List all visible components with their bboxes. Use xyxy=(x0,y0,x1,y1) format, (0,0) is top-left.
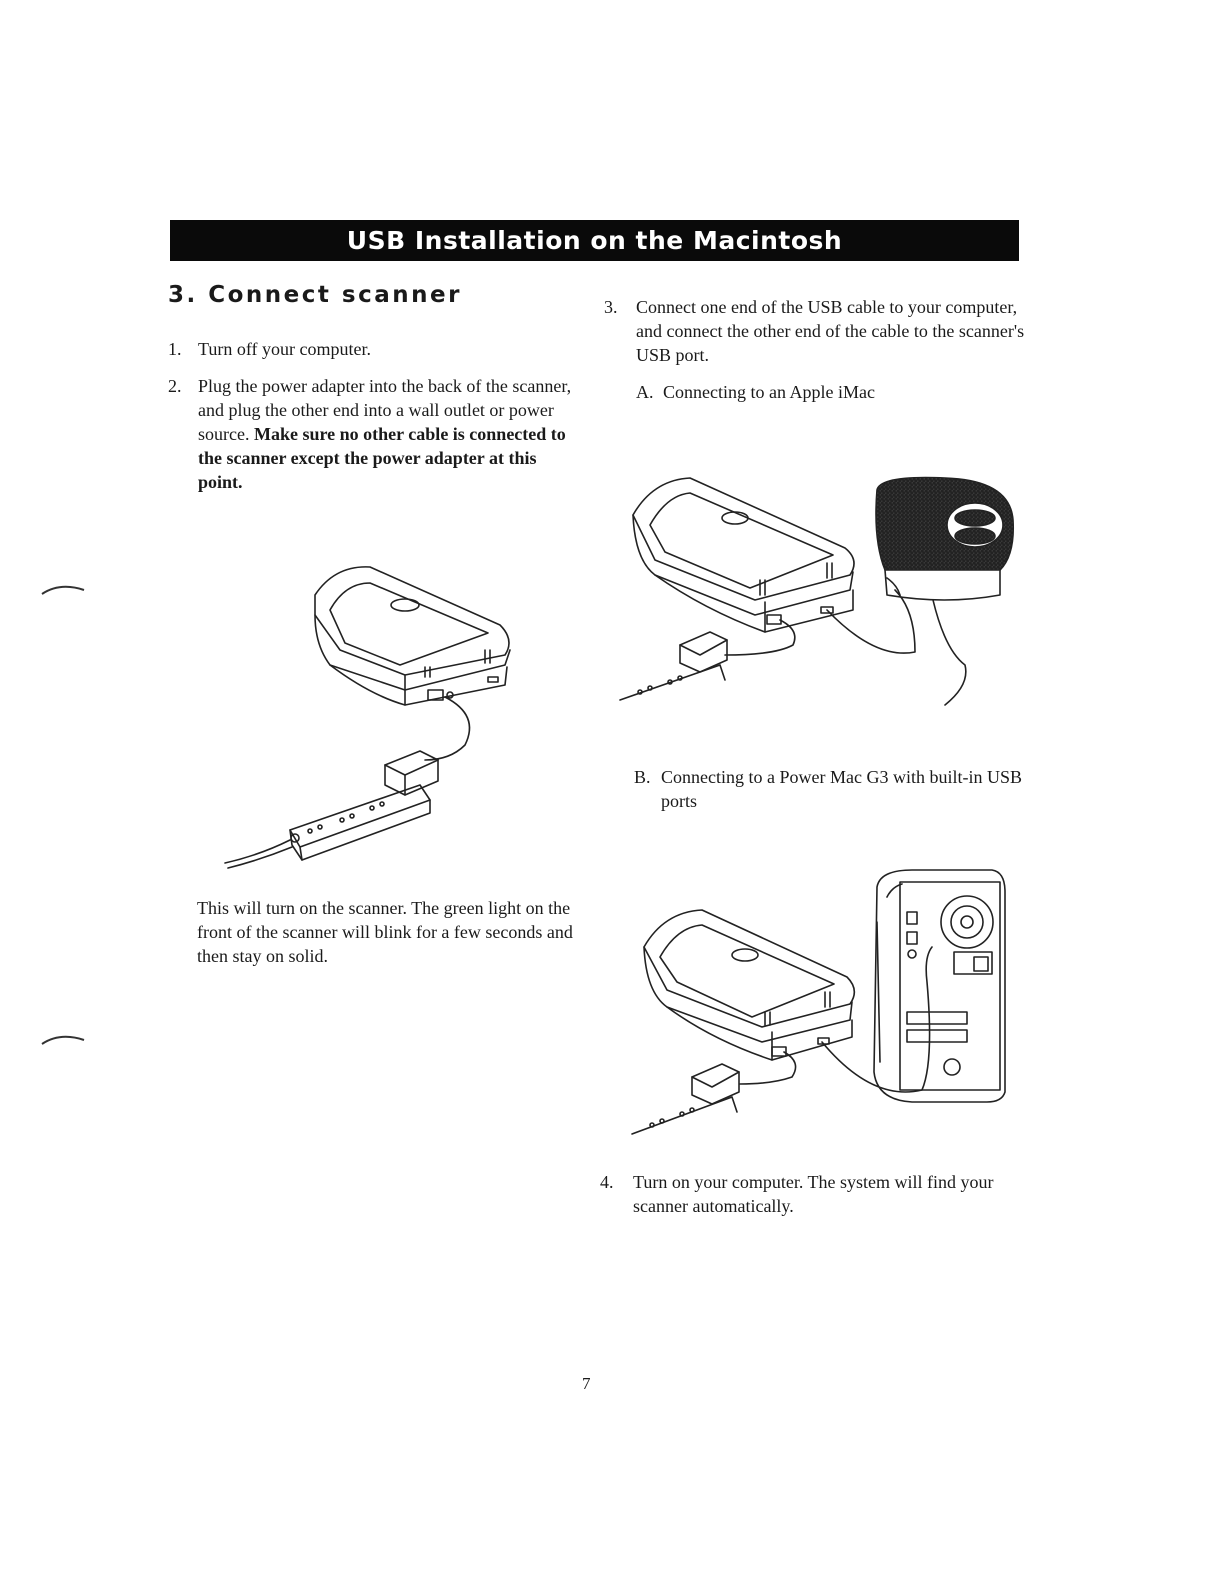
step-text-block: Plug the power adapter into the back of … xyxy=(198,374,576,494)
option-letter: B. xyxy=(634,767,651,787)
section-banner: USB Installation on the Macintosh xyxy=(170,220,1019,261)
step-number: 3. xyxy=(604,297,618,317)
step-text: Turn on your computer. The system will f… xyxy=(633,1172,994,1216)
step-warning: Make sure no other cable is connected to… xyxy=(198,424,566,492)
step-number: 1. xyxy=(168,339,182,359)
step-text: Plug the power adapter into the back of … xyxy=(198,376,572,444)
step-text: Turn off your computer. xyxy=(198,339,371,359)
scan-mark xyxy=(41,1035,85,1045)
step-number: 4. xyxy=(600,1172,614,1192)
option-text: Connecting to a Power Mac G3 with built-… xyxy=(661,767,1022,811)
imac-connection-figure xyxy=(615,460,1025,710)
power-mac-g3-connection-figure xyxy=(622,862,1017,1144)
section-title: 3. Connect scanner xyxy=(168,282,462,308)
scan-mark xyxy=(41,585,85,595)
scanner-power-figure xyxy=(220,555,520,885)
step-text: Connect one end of the USB cable to your… xyxy=(636,297,1025,365)
option-letter: A. xyxy=(636,382,654,402)
step-number: 2. xyxy=(168,376,182,396)
option-text: Connecting to an Apple iMac xyxy=(663,382,875,402)
page-number: 7 xyxy=(582,1374,591,1393)
note-text: This will turn on the scanner. The green… xyxy=(197,898,573,966)
scanner-on-note: This will turn on the scanner. The green… xyxy=(197,896,577,968)
